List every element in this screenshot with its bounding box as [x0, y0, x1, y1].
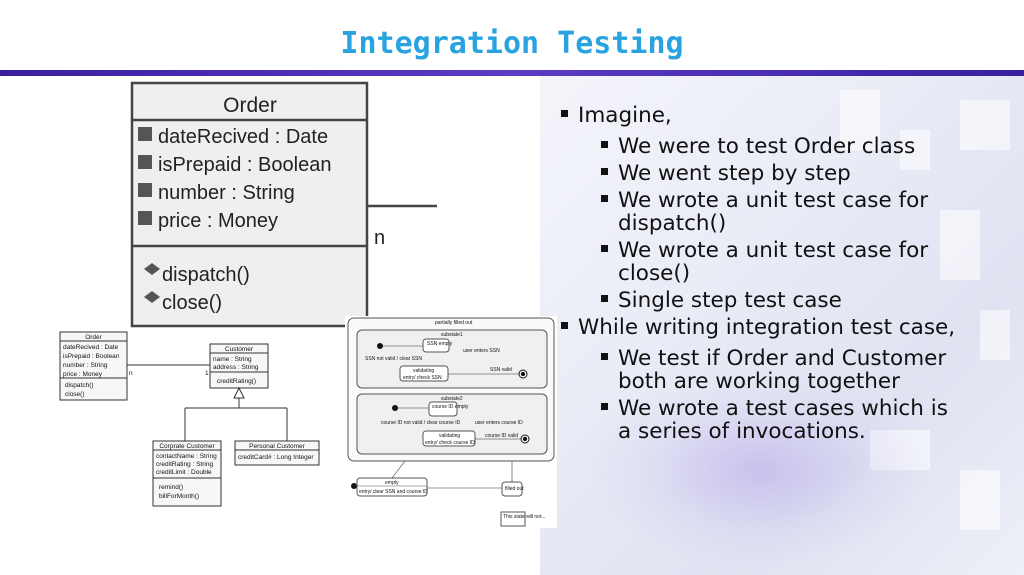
- sd-course-validating-action: entry/ check course ID: [425, 440, 475, 446]
- order-zoom-name: Order: [223, 94, 277, 117]
- sd-course-transition-out: user enters course ID: [475, 420, 523, 426]
- sd-course-transition-in: course ID not valid / clear course ID: [381, 420, 461, 426]
- sd-empty-action: entry/ clear SSN and course ID: [359, 489, 428, 495]
- cd-customer-attr-1: name : String: [213, 356, 252, 363]
- cd-personal-name: Personal Customer: [249, 443, 305, 450]
- bullet-list: Imagine, We were to test Order class We we…: [560, 104, 960, 447]
- sd-ssn-transition-in: SSN not valid / clear SSN: [365, 356, 422, 362]
- cd-corporate-op-2: billForMonth(): [159, 493, 199, 500]
- cd-corporate-op-1: remind(): [159, 484, 183, 491]
- sd-substate2-label: substate2: [441, 396, 463, 402]
- bullet-item: We wrote a test cases which is a series …: [560, 397, 960, 443]
- cd-order-attr-2: isPrepaid : Boolean: [63, 353, 120, 360]
- cd-customer-attr-2: address : String: [213, 364, 259, 371]
- sd-ssn-validating: validating: [413, 368, 434, 374]
- cd-corporate-attr-3: creditLimit : Double: [156, 469, 212, 476]
- bullet-item: We went step by step: [560, 162, 960, 185]
- cd-customer-name: Customer: [225, 346, 254, 353]
- cd-order-op-2: close(): [65, 391, 85, 398]
- bullet-item: Imagine,: [560, 104, 960, 127]
- slide-title: Integration Testing: [340, 26, 684, 61]
- cd-order-attr-1: dateRecived : Date: [63, 344, 119, 351]
- sd-substate1-label: substate1: [441, 332, 463, 338]
- cd-corporate-attr-2: creditRating : String: [156, 461, 213, 468]
- cd-personal-attr-1: creditCard# : Long Integer: [238, 454, 314, 461]
- class-diagram: Order dateRecived : Date isPrepaid : Boo…: [55, 328, 345, 520]
- cd-corporate-name: Corprate Customer: [159, 443, 215, 450]
- cd-order-attr-3: number : String: [63, 362, 108, 369]
- bullet-item: We were to test Order class: [560, 135, 960, 158]
- sd-ssn-empty: SSN empty: [427, 341, 453, 347]
- sd-course-empty: course ID empty: [432, 404, 469, 410]
- order-zoom-attr-4: price : Money: [158, 210, 278, 232]
- order-zoom-op-2: close(): [162, 292, 222, 314]
- title-underline: [0, 70, 1024, 76]
- sd-ssn-transition-out: user enters SSN: [463, 348, 500, 354]
- sd-course-validating: validating: [439, 433, 460, 439]
- cd-order-op-1: dispatch(): [65, 382, 94, 389]
- state-diagram: partially filled out substate1 SSN empty…: [345, 316, 557, 528]
- bullet-item: We test if Order and Customer both are w…: [560, 347, 960, 393]
- cd-mult-one: 1: [205, 370, 209, 377]
- sd-empty-label: empty: [385, 480, 399, 486]
- order-zoom-op-1: dispatch(): [162, 264, 250, 286]
- sd-note: This state will not...: [503, 514, 546, 520]
- cd-corporate-attr-1: contactName : String: [156, 453, 217, 460]
- bullet-item: While writing integration test case,: [560, 316, 960, 339]
- order-zoom-attr-1: dateRecived : Date: [158, 126, 328, 148]
- order-class-zoom: Order dateRecived : Date isPrepaid : Boo…: [122, 78, 440, 334]
- bullet-item: We wrote a unit test case for dispatch(): [560, 189, 960, 235]
- sd-course-valid: course ID valid: [485, 433, 518, 439]
- order-zoom-attr-3: number : String: [158, 182, 295, 204]
- order-zoom-multiplicity: n: [374, 227, 385, 249]
- decorative-background: [540, 70, 1024, 575]
- cd-order-attr-4: price : Money: [63, 371, 103, 378]
- sd-top-label: partially filled out: [435, 320, 473, 326]
- cd-order-name: Order: [85, 334, 102, 341]
- bullet-item: We wrote a unit test case for close(): [560, 239, 960, 285]
- cd-customer-op-1: creditRating(): [217, 378, 256, 385]
- order-zoom-attr-2: isPrepaid : Boolean: [158, 154, 331, 176]
- sd-ssn-valid: SSN valid: [490, 367, 512, 373]
- sd-filled-out: filled out: [505, 486, 524, 492]
- bullet-item: Single step test case: [560, 289, 960, 312]
- sd-ssn-validating-action: entry/ check SSN: [403, 375, 442, 381]
- cd-mult-many: n: [129, 370, 133, 377]
